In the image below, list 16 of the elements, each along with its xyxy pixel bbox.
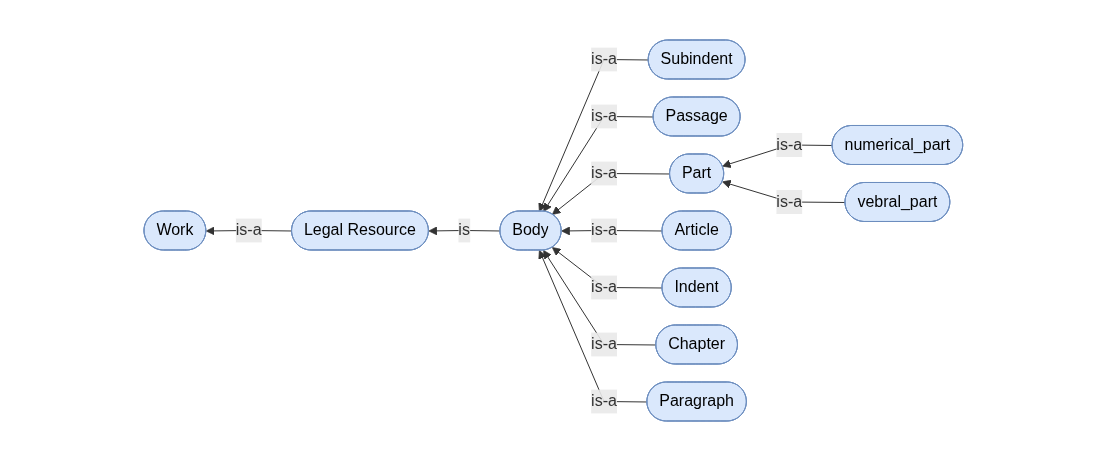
arrow bbox=[542, 116, 654, 212]
edge-label: is-a bbox=[590, 392, 617, 410]
edge-label: is-a bbox=[590, 50, 617, 68]
edge-label: is-a bbox=[235, 221, 262, 239]
edge-label: is-a bbox=[590, 164, 617, 182]
edge-label: is-a bbox=[776, 136, 802, 153]
arrow bbox=[542, 250, 657, 346]
arrow bbox=[428, 226, 501, 236]
edge-label: is-a bbox=[590, 221, 617, 239]
arrow bbox=[538, 59, 649, 212]
edge-label: is-a bbox=[590, 278, 617, 296]
arrow bbox=[538, 250, 648, 403]
edge-label: is-a bbox=[590, 335, 617, 353]
edge-label: is bbox=[458, 221, 470, 239]
edge-label: is-a bbox=[776, 192, 802, 210]
edge-label: is-a bbox=[590, 107, 617, 125]
